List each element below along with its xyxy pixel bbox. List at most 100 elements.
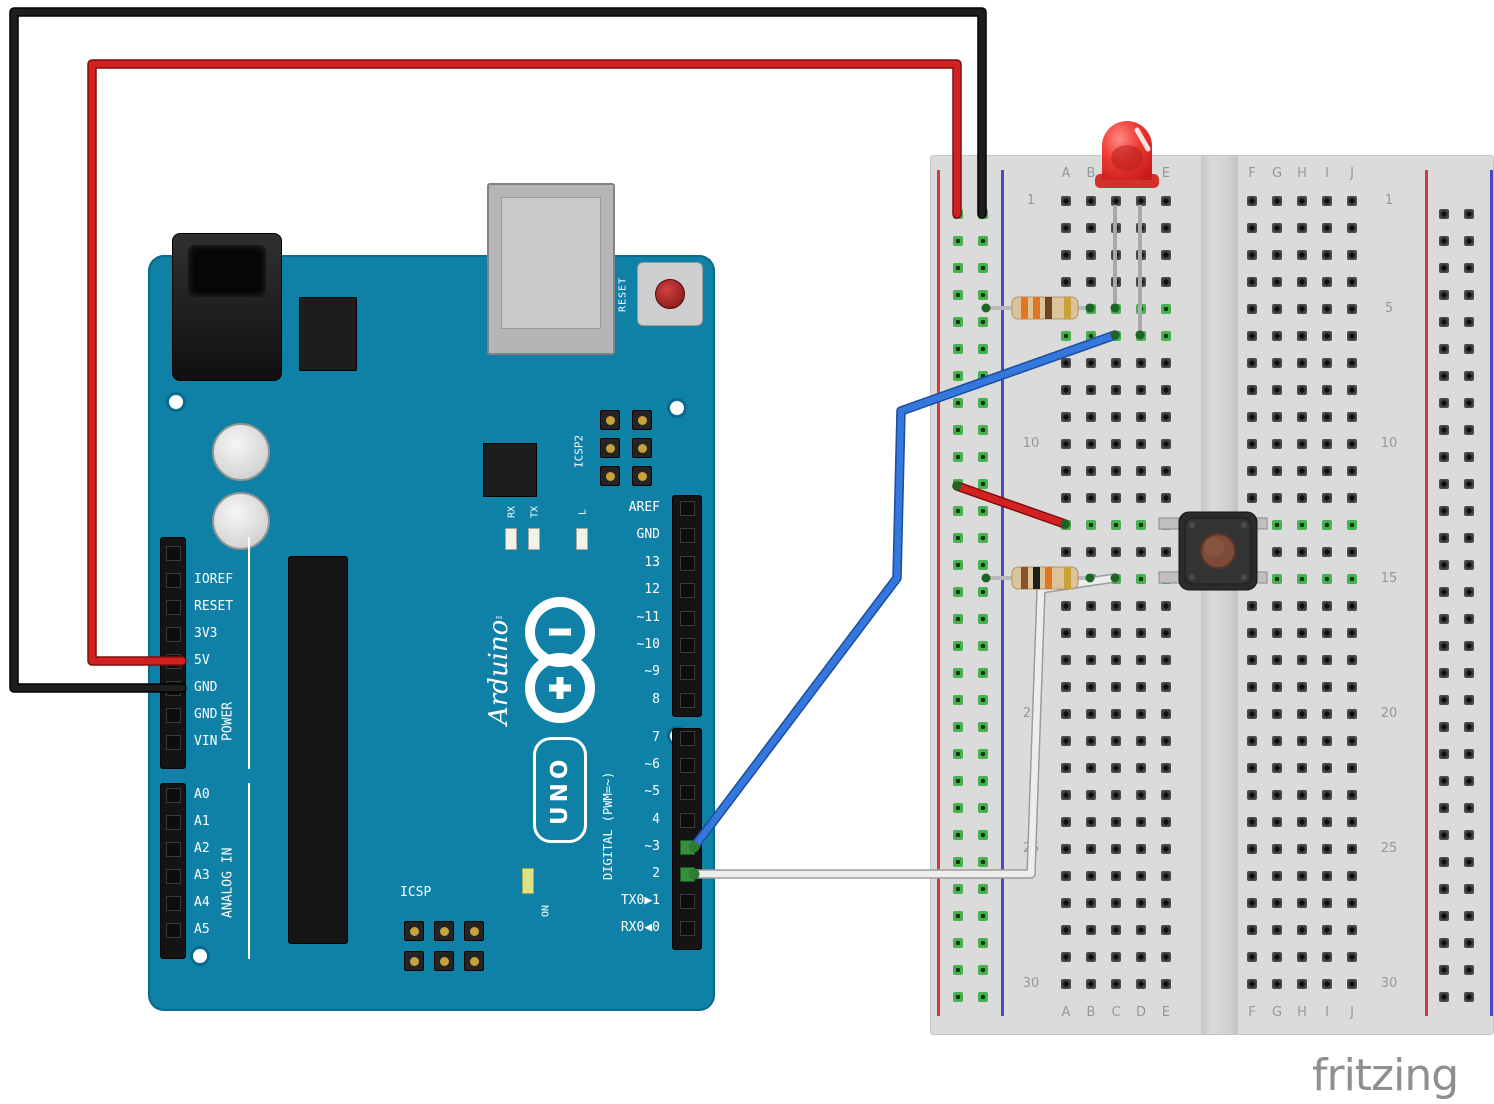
breadboard-hole[interactable] [1272,223,1282,233]
breadboard-hole[interactable] [1086,223,1096,233]
power-rail-hole[interactable] [978,803,988,813]
pin-socket[interactable] [680,731,695,746]
breadboard-hole[interactable] [1136,520,1146,530]
breadboard-hole[interactable] [1111,655,1121,665]
pin-socket[interactable] [680,758,695,773]
power-rail-hole[interactable] [1439,317,1449,327]
power-rail-hole[interactable] [953,884,963,894]
breadboard-hole[interactable] [1161,844,1171,854]
breadboard-hole[interactable] [1297,682,1307,692]
breadboard-hole[interactable] [1322,223,1332,233]
breadboard-hole[interactable] [1111,439,1121,449]
power-rail-hole[interactable] [1464,533,1474,543]
breadboard-hole[interactable] [1297,952,1307,962]
breadboard-hole[interactable] [1347,736,1357,746]
breadboard-hole[interactable] [1086,250,1096,260]
breadboard-hole[interactable] [1247,250,1257,260]
breadboard-hole[interactable] [1247,304,1257,314]
breadboard-hole[interactable] [1297,358,1307,368]
breadboard-hole[interactable] [1322,277,1332,287]
breadboard-hole[interactable] [1322,925,1332,935]
breadboard-hole[interactable] [1297,412,1307,422]
power-rail-hole[interactable] [978,263,988,273]
breadboard-hole[interactable] [1136,655,1146,665]
icsp-pin[interactable] [434,951,454,971]
breadboard-hole[interactable] [1161,763,1171,773]
breadboard-hole[interactable] [1247,655,1257,665]
power-rail-hole[interactable] [1464,857,1474,867]
pin-socket[interactable] [680,921,695,936]
breadboard-hole[interactable] [1272,952,1282,962]
breadboard-hole[interactable] [1247,358,1257,368]
icsp-pin[interactable] [632,410,652,430]
pin-socket[interactable] [680,867,695,882]
pin-socket[interactable] [680,501,695,516]
breadboard-hole[interactable] [1061,547,1071,557]
breadboard-hole[interactable] [1161,466,1171,476]
power-rail-hole[interactable] [978,290,988,300]
breadboard-hole[interactable] [1272,736,1282,746]
breadboard-hole[interactable] [1061,655,1071,665]
breadboard-hole[interactable] [1136,682,1146,692]
breadboard-hole[interactable] [1136,385,1146,395]
power-rail-hole[interactable] [1439,236,1449,246]
breadboard-hole[interactable] [1086,574,1096,584]
breadboard-hole[interactable] [1111,277,1121,287]
breadboard-hole[interactable] [1086,952,1096,962]
breadboard-hole[interactable] [1247,628,1257,638]
breadboard-hole[interactable] [1347,952,1357,962]
power-rail-hole[interactable] [978,587,988,597]
breadboard-hole[interactable] [1322,547,1332,557]
breadboard-hole[interactable] [1136,790,1146,800]
breadboard-hole[interactable] [1322,304,1332,314]
breadboard-hole[interactable] [1347,196,1357,206]
breadboard-hole[interactable] [1061,628,1071,638]
pin-socket[interactable] [680,583,695,598]
breadboard-hole[interactable] [1247,385,1257,395]
power-rail-hole[interactable] [1464,344,1474,354]
breadboard-hole[interactable] [1297,898,1307,908]
power-rail-hole[interactable] [978,506,988,516]
breadboard-hole[interactable] [1111,817,1121,827]
pin-socket[interactable] [166,627,181,642]
breadboard-hole[interactable] [1247,763,1257,773]
breadboard-hole[interactable] [1272,925,1282,935]
power-rail-hole[interactable] [1439,344,1449,354]
breadboard-hole[interactable] [1086,385,1096,395]
breadboard-hole[interactable] [1347,439,1357,449]
power-rail-hole[interactable] [953,506,963,516]
breadboard-hole[interactable] [1347,763,1357,773]
breadboard-hole[interactable] [1111,250,1121,260]
reset-button-cap[interactable] [655,279,685,309]
icsp-pin[interactable] [434,921,454,941]
breadboard-hole[interactable] [1061,466,1071,476]
breadboard-hole[interactable] [1347,709,1357,719]
breadboard-hole[interactable] [1297,763,1307,773]
breadboard-hole[interactable] [1086,304,1096,314]
breadboard-hole[interactable] [1161,358,1171,368]
breadboard-hole[interactable] [1247,898,1257,908]
breadboard-hole[interactable] [1297,223,1307,233]
power-rail-hole[interactable] [978,209,988,219]
breadboard-hole[interactable] [1061,709,1071,719]
breadboard-hole[interactable] [1161,817,1171,827]
power-rail-hole[interactable] [1464,587,1474,597]
breadboard-hole[interactable] [1086,358,1096,368]
pin-socket[interactable] [680,611,695,626]
power-rail-hole[interactable] [978,938,988,948]
breadboard-hole[interactable] [1161,628,1171,638]
breadboard-hole[interactable] [1247,952,1257,962]
breadboard-hole[interactable] [1061,871,1071,881]
icsp-pin[interactable] [404,951,424,971]
breadboard-hole[interactable] [1111,601,1121,611]
breadboard-hole[interactable] [1247,439,1257,449]
breadboard-hole[interactable] [1247,736,1257,746]
breadboard-hole[interactable] [1161,223,1171,233]
power-rail-hole[interactable] [1464,209,1474,219]
breadboard-hole[interactable] [1347,925,1357,935]
breadboard-hole[interactable] [1347,493,1357,503]
power-rail-hole[interactable] [978,965,988,975]
breadboard-hole[interactable] [1347,601,1357,611]
breadboard-hole[interactable] [1136,547,1146,557]
